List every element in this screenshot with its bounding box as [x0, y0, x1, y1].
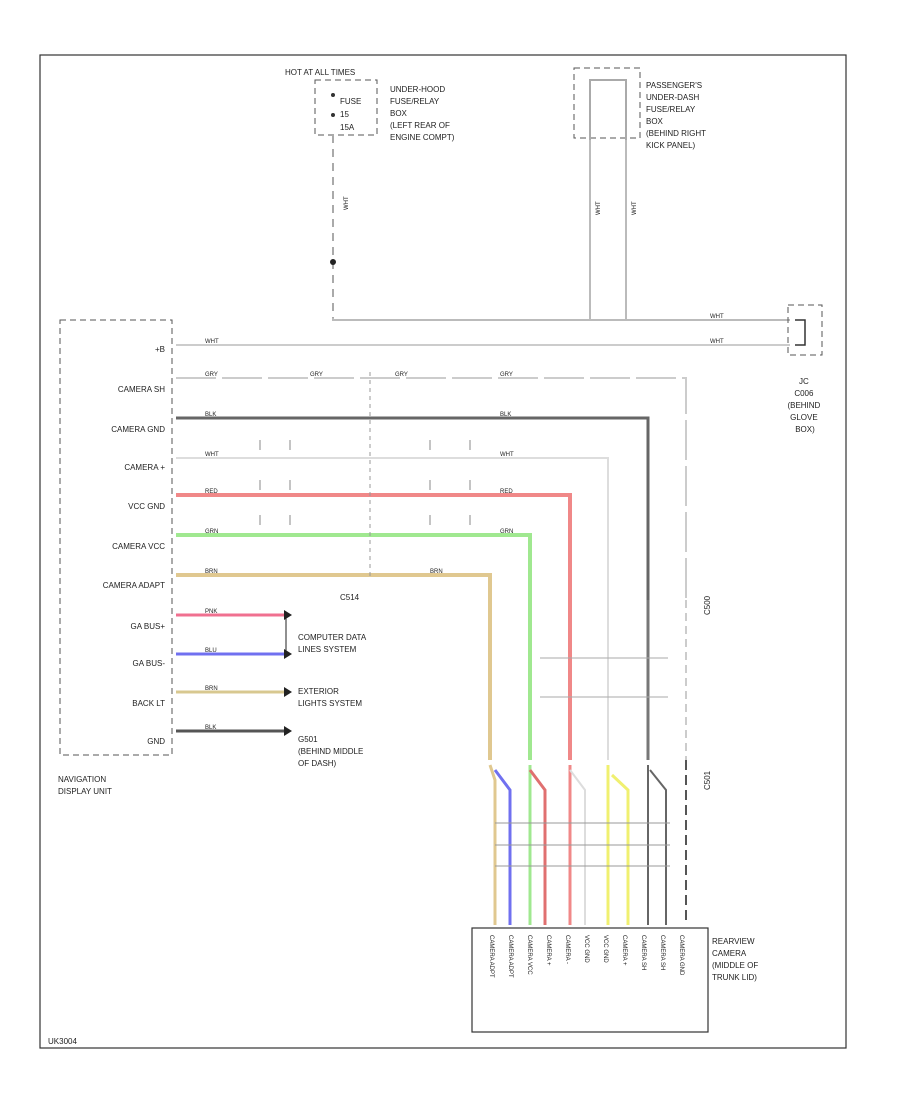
- dash-fuse-box: [573, 67, 641, 139]
- camera-harness: [488, 760, 687, 925]
- rearview-camera-caption: REARVIEW CAMERA (MIDDLE OF TRUNK LID): [712, 937, 760, 982]
- c514-connector-label: C514: [340, 593, 360, 602]
- ground-arrow: [284, 726, 292, 736]
- jc-connector: [787, 304, 823, 356]
- jc-wire-color-1: WHT: [710, 314, 724, 320]
- c501-connector-label: C501: [703, 770, 712, 790]
- data-lines-arrow-1: [284, 610, 292, 620]
- jc-connector-caption: JC C006 (BEHIND GLOVE BOX): [787, 377, 822, 434]
- under-hood-fuse-box: [314, 79, 378, 136]
- camera-pin-11: CAMERA GND: [678, 935, 684, 976]
- wire-label-vcc-gnd: RED: [205, 489, 218, 495]
- c500-connector-label: C500: [703, 595, 712, 615]
- nav-pin-camera-adapt: CAMERA ADAPT: [103, 581, 165, 590]
- dash-fuse-box-caption: PASSENGER'S UNDER-DASH FUSE/RELAY BOX (B…: [646, 81, 708, 150]
- camera-pin-5: CAMERA -: [564, 935, 570, 964]
- camera-pin-2: CAMERA ADPT: [507, 935, 513, 978]
- nav-pin-back-lt: BACK LT: [132, 699, 165, 708]
- wire-label-vcc-gnd-2: RED: [500, 489, 513, 495]
- nav-pin-camera-plus: CAMERA +: [124, 463, 165, 472]
- fuse-number: 15: [340, 110, 349, 119]
- wire-label-camera-sh-2: GRY: [310, 372, 323, 378]
- diagram-footer-code: UK3004: [48, 1037, 77, 1046]
- exterior-lights-arrow: [284, 687, 292, 697]
- camera-pin-6: VCC GND: [583, 935, 589, 963]
- data-lines-arrow-2: [284, 649, 292, 659]
- wire-label-camera-plus-2: WHT: [500, 452, 514, 458]
- camera-harness-cross-lines: [495, 822, 670, 867]
- navigation-display-unit: [59, 319, 173, 756]
- navigation-display-unit-caption: NAVIGATION DISPLAY UNIT: [58, 775, 112, 796]
- wire-camera-plus: [176, 457, 609, 600]
- fuse-amperage: 15A: [340, 123, 355, 132]
- nav-pin-plus-b: +B: [155, 345, 165, 354]
- wire-camera-vcc: [176, 533, 532, 600]
- nav-pin-gnd: GND: [147, 737, 165, 746]
- wire-label-camera-vcc-2: GRN: [500, 529, 513, 535]
- wire-label-ga-bus-plus: PNK: [205, 609, 217, 615]
- nav-pin-camera-sh: CAMERA SH: [118, 385, 165, 394]
- nav-pin-camera-vcc: CAMERA VCC: [112, 542, 165, 551]
- jc-wire-color-2: WHT: [710, 339, 724, 345]
- camera-pin-1: CAMERA ADPT: [488, 935, 494, 978]
- fuse-label: FUSE: [340, 97, 361, 106]
- dash-fuse-wire-color-2: WHT: [632, 201, 638, 215]
- wire-label-ground: BLK: [205, 725, 216, 731]
- nav-pin-ga-bus-minus: GA BUS-: [133, 659, 166, 668]
- fuse-terminal-mid: [331, 113, 335, 117]
- camera-pin-7: VCC GND: [602, 935, 608, 963]
- wire-label-ga-bus-minus: BLU: [205, 648, 217, 654]
- nav-pin-labels: +B CAMERA SH CAMERA GND CAMERA + VCC GND…: [103, 345, 166, 746]
- wire-camera-sh: [176, 377, 687, 600]
- ground-reference: G501 (BEHIND MIDDLE OF DASH): [298, 735, 366, 768]
- hot-at-all-times-label: HOT AT ALL TIMES: [285, 68, 355, 77]
- c500-shield-lines: [540, 657, 668, 698]
- diagram-frame: [39, 54, 847, 1049]
- camera-pin-9: CAMERA SH: [640, 935, 646, 970]
- under-hood-fuse-box-caption: UNDER-HOOD FUSE/RELAY BOX (LEFT REAR OF …: [390, 85, 455, 142]
- camera-pin-labels: CAMERA ADPT CAMERA ADPT CAMERA VCC CAMER…: [488, 935, 684, 978]
- exterior-lights-reference: EXTERIOR LIGHTS SYSTEM: [298, 687, 362, 708]
- wire-camera-gnd: [176, 416, 650, 600]
- wire-label-camera-gnd-2: BLK: [500, 412, 511, 418]
- fuse-feed-splice: [330, 259, 336, 265]
- fuse-terminal-top: [331, 93, 335, 97]
- camera-pin-8: CAMERA +: [621, 935, 627, 966]
- wire-label-camera-sh-4: GRY: [500, 372, 513, 378]
- camera-pin-10: CAMERA SH: [659, 935, 665, 970]
- wire-label-camera-sh: GRY: [205, 372, 218, 378]
- wire-label-camera-vcc: GRN: [205, 529, 218, 535]
- wire-vcc-gnd: [176, 493, 572, 600]
- fuse-feed-wire-color: WHT: [344, 196, 350, 210]
- nav-pin-ga-bus-plus: GA BUS+: [131, 622, 166, 631]
- camera-pin-4: CAMERA +: [545, 935, 551, 966]
- camera-pin-3: CAMERA VCC: [526, 935, 532, 975]
- wire-label-plus-b: WHT: [205, 339, 219, 345]
- nav-pin-vcc-gnd: VCC GND: [128, 502, 165, 511]
- jc-connector-link: [795, 319, 806, 346]
- wire-camera-adapt: [176, 573, 492, 600]
- data-lines-reference: COMPUTER DATA LINES SYSTEM: [298, 633, 368, 654]
- wire-label-camera-plus: WHT: [205, 452, 219, 458]
- wire-label-camera-adapt: BRN: [205, 569, 218, 575]
- wire-label-camera-adapt-2: BRN: [430, 569, 443, 575]
- vertical-harness: [488, 600, 687, 760]
- wire-label-camera-gnd: BLK: [205, 412, 216, 418]
- c514-break-marks: [259, 440, 471, 525]
- wire-label-back-lt: BRN: [205, 686, 218, 692]
- rearview-camera: [471, 927, 709, 1033]
- dash-fuse-wire-color-1: WHT: [596, 201, 602, 215]
- wire-label-camera-sh-3: GRY: [395, 372, 408, 378]
- nav-pin-camera-gnd: CAMERA GND: [111, 425, 165, 434]
- dash-fuse-box-link: [589, 79, 627, 140]
